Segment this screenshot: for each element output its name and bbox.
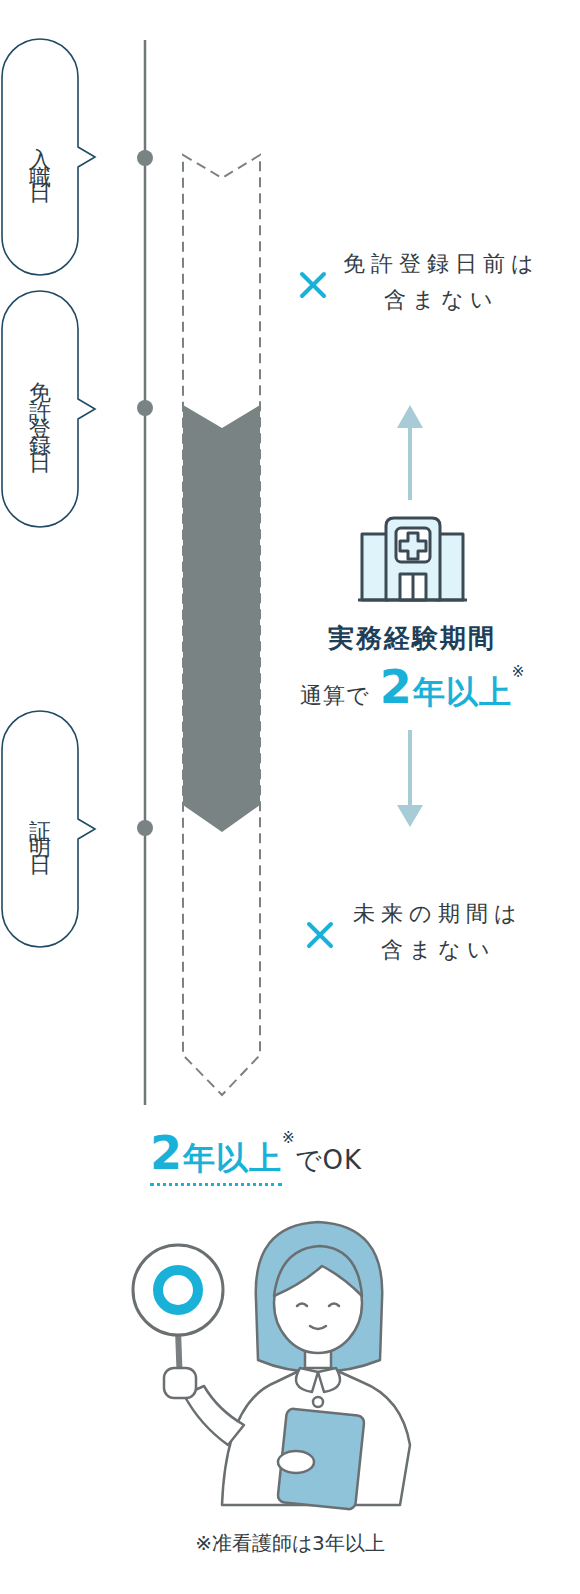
footnote-mark: ※: [282, 1129, 295, 1147]
date-bubble: 証明日: [1, 710, 97, 948]
footnote: ※准看護師は3年以上: [90, 1530, 490, 1557]
cross-mark: [302, 274, 324, 296]
nurse-illustration: [133, 1222, 410, 1510]
down-arrow: [397, 730, 423, 827]
up-arrow: [397, 405, 423, 500]
bubble-text-wrap: 証明日: [1, 710, 79, 948]
text-line: 2年以上※でOK: [150, 1126, 470, 1186]
text-line: 通算で 2年以上※: [212, 660, 580, 715]
bubble-shape: [2, 39, 95, 275]
bubble-text-wrap: 免許登録日: [1, 290, 79, 528]
timeline-dot: [137, 150, 153, 166]
timeline-line: [144, 40, 147, 1105]
bubble-shape: [2, 291, 95, 527]
bubble-text-wrap: 入職日: [1, 38, 79, 276]
ok-text: でOK: [295, 1145, 363, 1175]
date-bubble: 入職日: [1, 38, 97, 276]
date-bubble: 免許登録日: [1, 290, 97, 528]
hospital-icon: [358, 518, 467, 600]
exclusion-note: 免許登録日前は 含まない: [336, 246, 546, 318]
period-heading: 実務経験期間: [262, 621, 562, 656]
bubble-shape: [2, 711, 95, 947]
cross-mark: [309, 924, 331, 946]
timeline-dot: [137, 400, 153, 416]
dashed-band: [183, 155, 260, 1095]
date-label: 証明日: [29, 802, 51, 856]
solid-band: [183, 405, 260, 832]
timeline-dot: [137, 820, 153, 836]
exclusion-note: 未来の期間は 含まない: [343, 896, 533, 968]
footnote-mark: ※: [512, 663, 525, 681]
date-label: 免許登録日: [29, 364, 51, 454]
date-label: 入職日: [29, 130, 51, 184]
years-emphasis: 2年以上: [150, 1126, 282, 1186]
total-text: 通算で: [300, 683, 370, 708]
years-emphasis: 2年以上: [380, 660, 512, 715]
